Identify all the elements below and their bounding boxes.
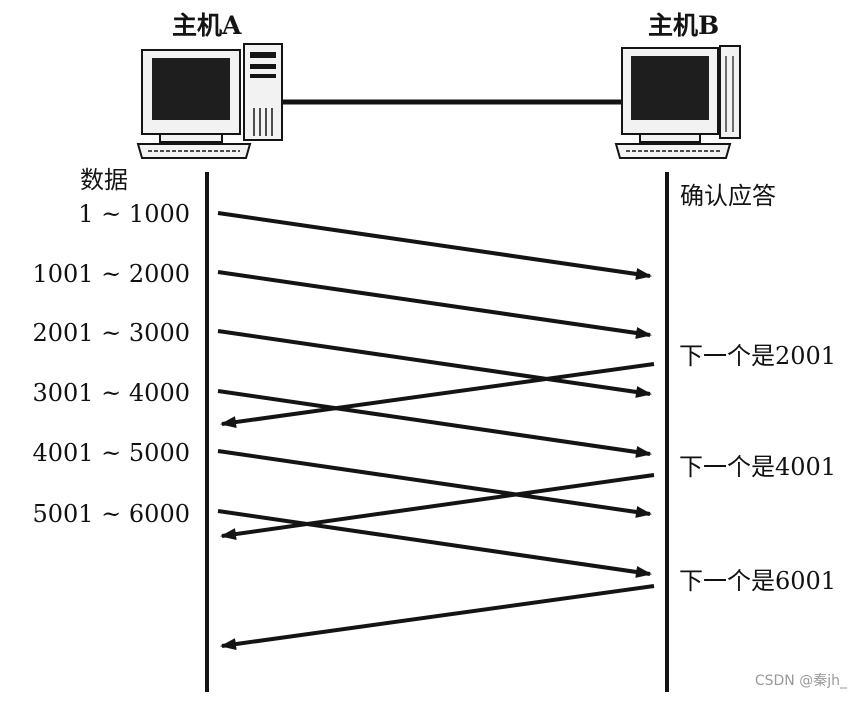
segment-label: 4001 ~ 5000: [32, 439, 190, 467]
segment-arrow-5: [217, 449, 652, 518]
ack-arrow-1: [220, 362, 655, 429]
sender-heading: 数据: [80, 166, 128, 194]
receiver-heading: 确认应答: [680, 182, 776, 210]
segment-arrow-4: [217, 389, 652, 458]
segment-label: 2001 ~ 3000: [32, 319, 190, 347]
host-a-title: 主机A: [172, 11, 242, 40]
segment-arrow-3: [217, 329, 652, 398]
ack-arrow-2: [220, 473, 655, 540]
segment-arrow-1: [217, 211, 652, 280]
csdn-watermark: CSDN @秦jh_: [754, 673, 847, 689]
host-b-computer-icon: [614, 45, 741, 159]
segment-arrow-6: [217, 509, 652, 578]
segment-label: 1001 ~ 2000: [32, 260, 190, 288]
ack-label: 下一个是2001: [679, 342, 837, 370]
ack-label: 下一个是6001: [679, 567, 837, 595]
segment-label: 3001 ~ 4000: [32, 379, 190, 407]
segment-label: 1 ~ 1000: [78, 200, 190, 228]
ack-label: 下一个是4001: [679, 453, 837, 481]
segment-arrow-2: [217, 270, 652, 339]
segment-label: 5001 ~ 6000: [32, 500, 190, 528]
ack-arrow-3: [220, 584, 655, 651]
host-a-computer-icon: [136, 43, 283, 159]
host-b-title: 主机B: [648, 11, 720, 40]
